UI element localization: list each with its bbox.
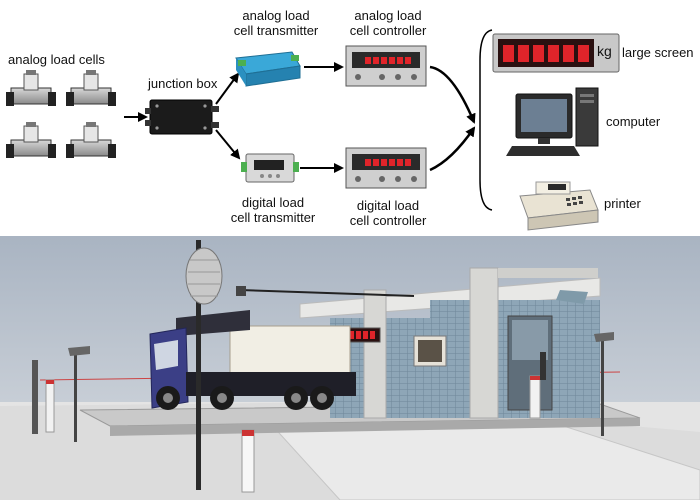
truck-scale-scene xyxy=(0,236,700,500)
arrow-analog-controller-to-outputs xyxy=(429,65,476,124)
label-analog-transmitter-line1: analog load xyxy=(242,8,310,23)
label-analog-load-cells: analog load cells xyxy=(8,52,105,67)
label-digital-controller-line2: cell controller xyxy=(349,213,427,228)
label-computer: computer xyxy=(606,114,661,129)
label-digital-transmitter-line1: digital load xyxy=(241,195,305,210)
transmitter-icon xyxy=(235,51,301,87)
label-analog-controller-line2: cell controller xyxy=(349,23,427,38)
label-analog-controller: analog load cell controller xyxy=(338,8,438,38)
label-digital-transmitter-line2: cell transmitter xyxy=(230,210,316,225)
load-cell-icon xyxy=(6,70,56,106)
label-digital-controller: digital load cell controller xyxy=(338,198,438,228)
label-large-screen-unit: kg xyxy=(597,43,612,59)
label-analog-transmitter: analog load cell transmitter xyxy=(220,8,332,38)
printer-icon xyxy=(519,181,599,231)
label-printer: printer xyxy=(604,196,641,211)
arrow-junction-to-analog-transmitter xyxy=(215,72,240,105)
computer-icon xyxy=(506,87,599,156)
label-junction-box: junction box xyxy=(148,76,218,91)
output-bracket xyxy=(479,29,493,211)
controller-icon xyxy=(345,147,427,189)
load-cell-icon xyxy=(66,70,116,106)
load-cell-icon xyxy=(6,122,56,158)
transmitter-icon xyxy=(241,153,299,183)
label-analog-controller-line1: analog load xyxy=(354,8,422,23)
load-cell-icon xyxy=(66,122,116,158)
label-large-screen: large screen xyxy=(622,45,694,60)
label-analog-transmitter-line2: cell transmitter xyxy=(233,23,319,38)
label-digital-controller-line1: digital load xyxy=(356,198,420,213)
arrow-junction-to-digital-transmitter xyxy=(215,129,241,160)
junction-box-icon xyxy=(145,99,219,135)
arrow-digital-controller-to-outputs xyxy=(429,126,476,172)
controller-icon xyxy=(345,45,427,87)
label-digital-transmitter: digital load cell transmitter xyxy=(218,195,328,225)
large-screen-icon xyxy=(492,33,620,73)
